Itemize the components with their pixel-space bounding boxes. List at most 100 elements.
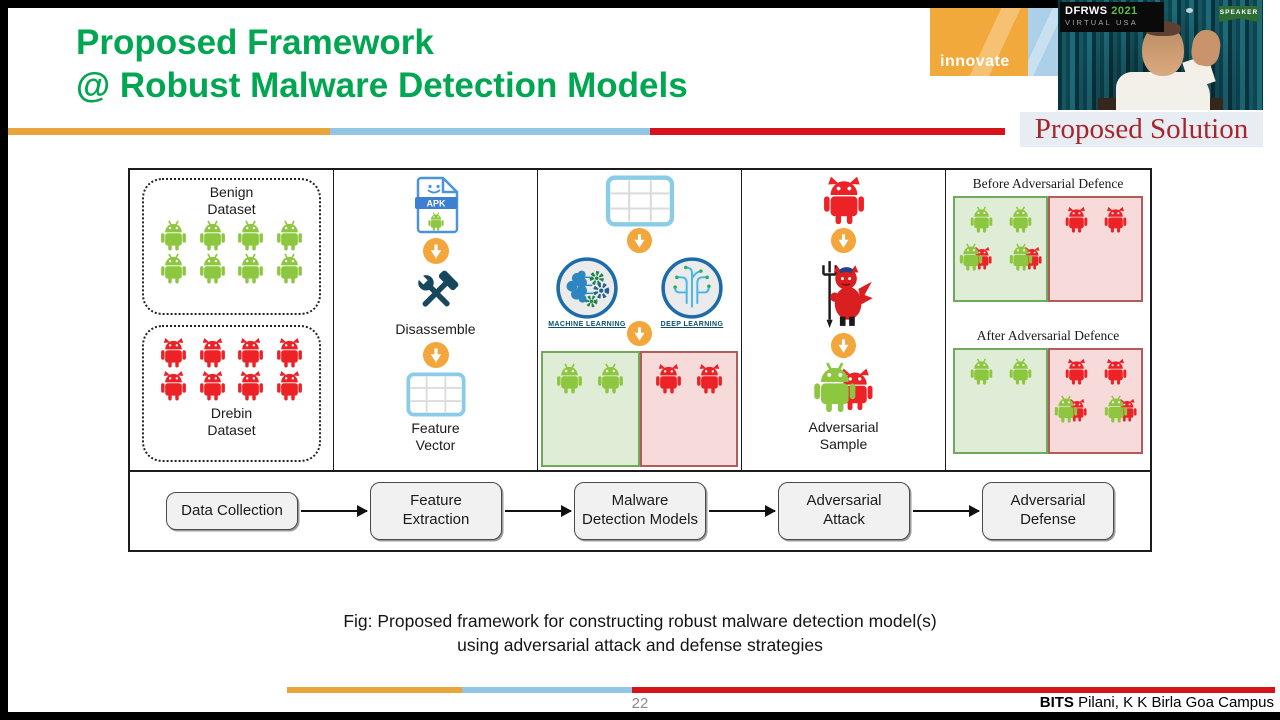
benign-android-icon [1008,206,1033,233]
column-data-collection: Benign Dataset [130,170,334,470]
deep-learning-label: DEEP LEARNING [660,321,724,328]
deep-learning-figure: DEEP LEARNING [649,256,735,328]
disassemble-tools-icon [409,268,463,318]
malware-android-icon [159,370,188,401]
adversarial-sample-icon [1103,395,1139,425]
malware-android-icon [275,337,304,368]
after-malware-box [1048,348,1143,454]
malware-android-icon [198,337,227,368]
malware-android-icon [236,370,265,401]
machine-learning-label: MACHINE LEARNING [548,321,626,328]
flow-step-data-collection: Data Collection [166,491,298,531]
footer-organization-bold: BITS [1039,694,1074,711]
down-arrow-icon [422,237,450,265]
benign-android-icon [159,253,188,284]
benign-android-icon [596,363,625,394]
frame-top-edge [0,0,1060,8]
malware-android-icon [1064,358,1089,385]
benign-android-icon [198,253,227,284]
before-benign-box [953,196,1048,302]
speaker-face [1142,21,1184,76]
benign-android-icon [236,220,265,251]
classification-result-row [538,351,741,470]
adversarial-sample-icon [811,361,877,417]
malware-android-icon [1103,206,1128,233]
malware-android-icon [1103,358,1128,385]
down-arrow-icon [626,320,653,347]
footer-organization: BITS Pilani, K K Birla Goa Campus [1040,694,1274,711]
flow-arrow-icon [505,505,572,517]
innovate-logo-orange-tile: innovate [930,8,1028,76]
framework-diagram: Benign Dataset [128,168,1152,552]
malware-android-icon [159,337,188,368]
benign-android-icon [159,220,188,251]
drebin-dataset-label: Drebin Dataset [207,405,256,438]
benign-dataset-box: Benign Dataset [142,178,321,315]
stage-light-glint [1186,8,1193,13]
after-defence-row [953,348,1143,454]
flow-arrow-icon [301,505,368,517]
benign-android-icon [275,253,304,284]
adversarial-sample-icon [1053,395,1089,425]
malware-android-icon [1064,206,1089,233]
top-divider-blue-segment [330,128,650,135]
benign-android-icon [555,363,584,394]
feature-vector-label: Feature Vector [411,419,460,453]
malware-android-icon [275,370,304,401]
after-defence-title: After Adversarial Defence [976,328,1120,343]
flow-arrow-icon [709,505,776,517]
slide-title-line1: Proposed Framework [76,23,434,62]
down-arrow-icon [830,332,857,359]
innovate-logo-label: innovate [940,53,1010,70]
bottom-divider-blue-segment [462,687,632,693]
column-adversarial-attack: Adversarial Sample [742,170,946,470]
feature-table-icon [604,175,676,227]
malware-android-icon [821,175,867,225]
before-malware-box [1048,196,1143,302]
dfrws-logo-line2: VIRTUAL USA [1065,18,1138,27]
flow-step-feature-extraction: Feature Extraction [370,482,502,540]
bottom-divider-red-segment [632,687,1275,693]
overlay-caption: Proposed Solution [1020,112,1263,147]
top-divider-orange-segment [8,128,330,135]
benign-android-grid [150,218,313,286]
slide-title-line2: @ Robust Malware Detection Models [76,65,688,105]
flow-arrow-icon [913,505,980,517]
benign-android-icon [969,206,994,233]
dfrws-logo-line1: DFRWS 2021 [1065,5,1159,17]
malware-android-icon [695,363,724,394]
devil-attacker-icon [811,256,877,330]
malware-android-icon [198,370,227,401]
machine-learning-icon [555,256,619,320]
frame-left-edge [0,0,8,720]
pipeline-flow-row: Data Collection Feature Extraction Malwa… [130,470,1150,550]
before-defence-title: Before Adversarial Defence [972,176,1124,191]
down-arrow-icon [626,227,653,254]
innovate-logo: innovate [930,8,1058,76]
deep-learning-icon [660,256,724,320]
after-benign-box [953,348,1048,454]
feature-vector-table-icon [406,372,466,417]
page-number: 22 [631,695,649,712]
classified-benign-box [541,351,640,467]
benign-android-icon [236,253,265,284]
figure-caption-line1: Fig: Proposed framework for constructing… [343,611,937,631]
figure-caption-line2: using adversarial attack and defense str… [457,634,823,655]
dfrws-logo: DFRWS 2021 VIRTUAL USA [1060,2,1164,32]
webcam-video: DFRWS 2021 VIRTUAL USA SPEAKER [1058,0,1263,110]
down-arrow-icon [422,341,450,369]
frame-bottom-edge [0,712,1280,720]
apk-file-icon [411,176,461,234]
down-arrow-icon [830,227,857,254]
dfrws-year: 2021 [1111,5,1138,17]
benign-android-icon [1008,358,1033,385]
speaker-badge: SPEAKER [1219,6,1259,22]
malware-android-icon [236,337,265,368]
benign-android-icon [198,220,227,251]
benign-android-icon [275,220,304,251]
column-adversarial-defense: Before Adversarial Defence [946,170,1150,470]
column-feature-extraction: Disassemble Feature Vector [334,170,538,470]
slide-title: Proposed Framework @ Robust Malware Dete… [76,22,688,107]
flow-step-adversarial-defense: Adversarial Defense [982,482,1114,540]
innovate-logo-blue-tile [1028,8,1058,76]
